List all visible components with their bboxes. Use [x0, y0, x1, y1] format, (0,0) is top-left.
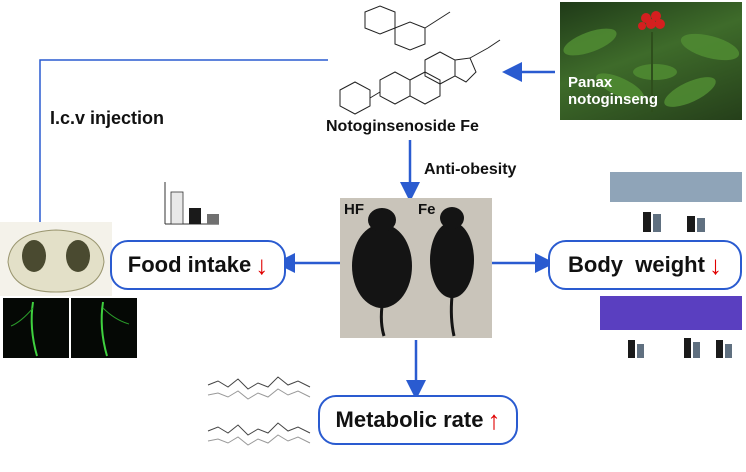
mouse-fe-label: Fe — [418, 201, 436, 218]
plant-label: Panax notoginseng — [568, 74, 658, 108]
mice-illustration — [352, 207, 474, 337]
food-intake-down-arrow-icon: ↓ — [255, 250, 269, 280]
body-weight-box: Body weight ↓ — [548, 240, 742, 290]
body-weight-label: Body weight — [568, 252, 705, 277]
fluorescence-left-graphic — [10, 301, 38, 357]
metabolic-rate-box: Metabolic rate ↑ — [318, 395, 518, 445]
compound-label: Notoginsenoside Fe — [326, 118, 479, 135]
body-weight-top-bars — [643, 212, 705, 232]
bar-thumbnail-graphic — [164, 182, 219, 225]
fluorescence-image-left — [3, 298, 69, 358]
food-intake-label: Food intake — [127, 252, 252, 277]
metabolic-trace-graphic — [207, 376, 311, 446]
panax-notoginseng-photo: Panax notoginseng — [560, 2, 742, 120]
metabolic-trace-thumbnail — [200, 365, 318, 465]
brain-section-image — [0, 222, 112, 296]
food-intake-bar-thumbnail — [155, 178, 223, 234]
arrow-icv-injection — [34, 59, 328, 256]
metabolic-rate-label: Metabolic rate — [335, 407, 484, 432]
plant-label-line2: notoginseng — [568, 91, 658, 108]
fluorescence-image-right — [71, 298, 137, 358]
body-weight-bottom-bars — [628, 338, 732, 358]
icv-injection-label: I.c.v injection — [50, 108, 165, 128]
fluorescence-right-graphic — [100, 301, 130, 357]
body-weight-down-arrow-icon: ↓ — [708, 250, 722, 280]
body-weight-histology-bottom — [600, 296, 742, 330]
body-weight-histology-top — [610, 172, 742, 202]
brain-illustration — [7, 229, 105, 293]
plant-label-line1: Panax — [568, 74, 613, 91]
mice-photo: HF Fe — [340, 198, 492, 338]
food-intake-box: Food intake ↓ — [110, 240, 286, 290]
anti-obesity-label: Anti-obesity — [424, 161, 517, 178]
body-weight-charts-top — [615, 204, 725, 234]
body-weight-charts-bottom — [598, 332, 744, 358]
metabolic-rate-up-arrow-icon: ↑ — [487, 405, 501, 435]
mouse-hf-label: HF — [344, 201, 364, 218]
plant-illustration — [563, 11, 740, 112]
